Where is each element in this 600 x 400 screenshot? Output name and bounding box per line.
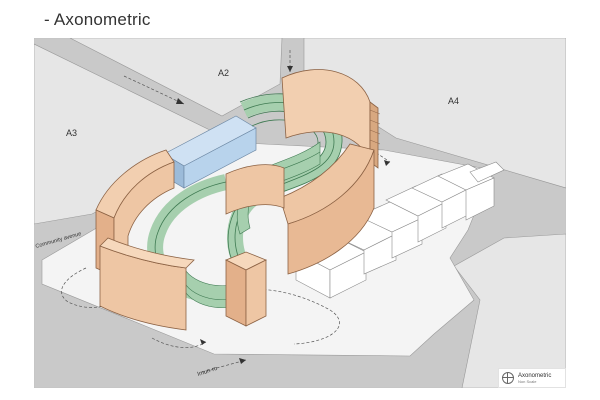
wall-ribs [369, 109, 381, 145]
page-title: - Axonometric [44, 10, 151, 29]
scale-legend: Axonometric Non Scale [498, 368, 566, 388]
block-a2 [69, 38, 283, 117]
axonometric-drawing: A2 A3 A4 Community avenue Imun-ro [34, 38, 566, 388]
block-right-south [453, 233, 566, 388]
legend-title: Axonometric [518, 372, 552, 379]
zone-label-a4: A4 [448, 96, 459, 106]
zone-label-a3: A3 [66, 128, 77, 138]
north-compass-icon [502, 372, 514, 384]
legend-subtitle: Non Scale [518, 378, 537, 384]
zone-label-a2: A2 [218, 68, 229, 78]
masonry-walls [95, 69, 379, 331]
